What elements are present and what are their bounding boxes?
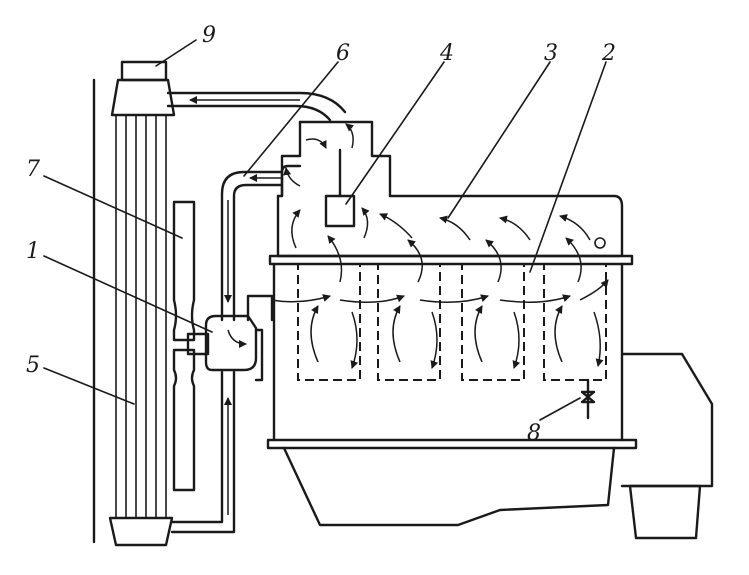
label-cylinder-jacket: 2 bbox=[601, 41, 616, 66]
label-fan: 7 bbox=[26, 157, 40, 182]
engine-block bbox=[266, 164, 714, 540]
thermostat-valve bbox=[324, 194, 356, 228]
cylinder-jackets bbox=[297, 263, 607, 381]
upper-hose bbox=[166, 91, 347, 122]
label-bypass-hose: 6 bbox=[336, 41, 350, 66]
drain-cock bbox=[580, 378, 596, 420]
label-water-pump: 1 bbox=[26, 239, 40, 264]
fan bbox=[172, 200, 210, 492]
thermostat-housing bbox=[280, 120, 392, 228]
coolant-flow-arrows bbox=[271, 207, 609, 369]
label-radiator: 5 bbox=[26, 353, 40, 378]
radiator bbox=[92, 60, 176, 547]
label-filler-cap: 9 bbox=[202, 23, 216, 48]
leader-lines bbox=[43, 39, 607, 421]
lower-hose bbox=[170, 370, 236, 534]
bypass-hose bbox=[220, 170, 284, 322]
label-head-jacket: 3 bbox=[544, 41, 558, 66]
label-thermostat: 4 bbox=[439, 41, 454, 66]
callout-labels: 9 6 4 3 2 7 1 5 8 bbox=[26, 23, 616, 446]
label-drain-cock: 8 bbox=[527, 421, 541, 446]
water-pump bbox=[204, 294, 274, 382]
